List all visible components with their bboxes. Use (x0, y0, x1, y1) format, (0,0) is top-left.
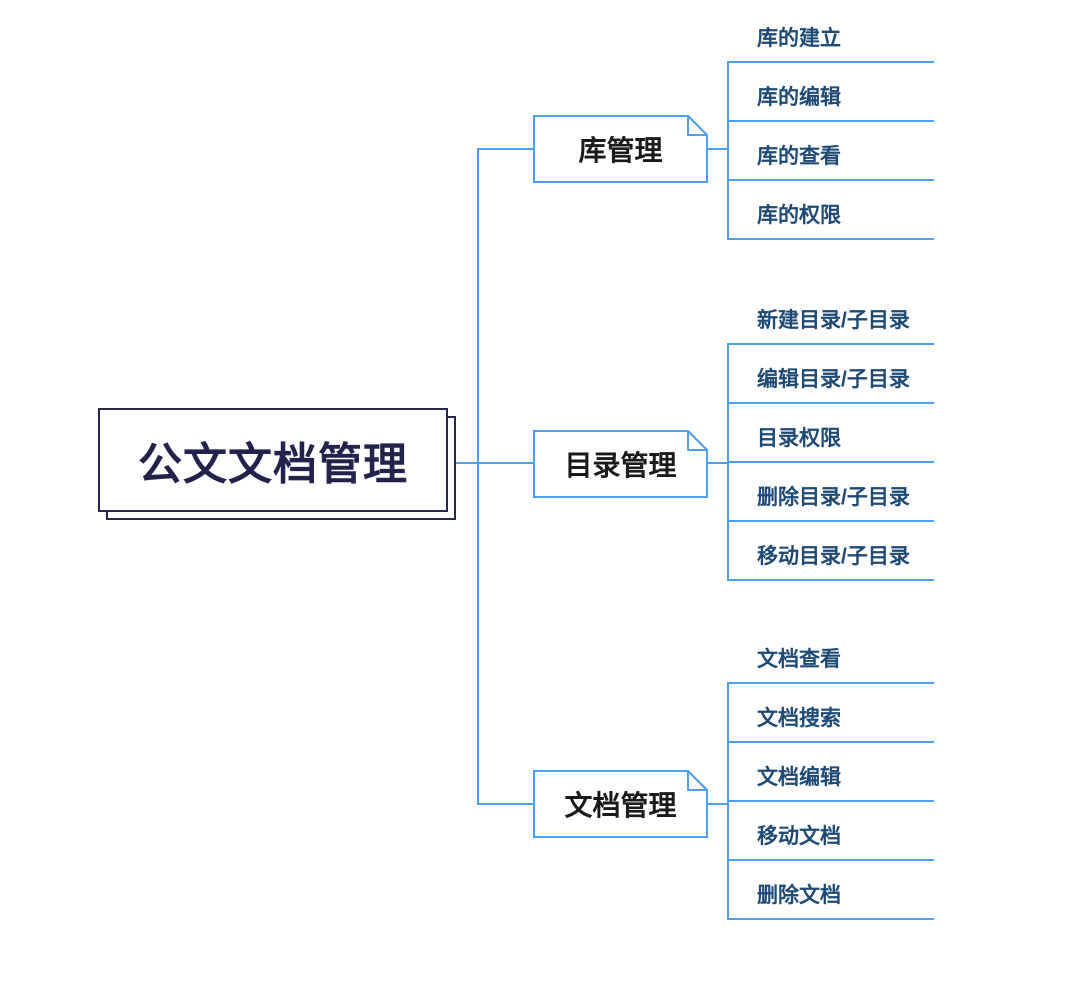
leaf-node[interactable]: 文档查看 (727, 625, 934, 684)
leaf-group-library: 库的建立 库的编辑 库的查看 库的权限 (727, 4, 934, 240)
leaf-node[interactable]: 移动目录/子目录 (727, 522, 934, 581)
note-shape-icon (533, 115, 708, 183)
leaf-node[interactable]: 删除文档 (727, 861, 934, 920)
root-node-box[interactable]: 公文文档管理 (98, 408, 448, 512)
note-shape-icon (533, 430, 708, 498)
leaf-node[interactable]: 新建目录/子目录 (727, 286, 934, 345)
trunk-connector-line (477, 148, 479, 805)
leaf-group-directory: 新建目录/子目录 编辑目录/子目录 目录权限 删除目录/子目录 移动目录/子目录 (727, 286, 934, 581)
leaf-group-library-spine-line (727, 61, 729, 240)
connector-root-to-branch-directory (450, 462, 533, 464)
leaf-node[interactable]: 文档编辑 (727, 743, 934, 802)
branch-node-directory-management[interactable]: 目录管理 (533, 430, 708, 498)
branch-label: 文档管理 (564, 790, 677, 821)
leaf-node[interactable]: 移动文档 (727, 802, 934, 861)
connector-branch-library-to-leaves (708, 148, 728, 150)
leaf-node[interactable]: 目录权限 (727, 404, 934, 463)
connector-trunk-to-branch-document (477, 803, 533, 805)
leaf-node[interactable]: 库的编辑 (727, 63, 934, 122)
branch-label: 目录管理 (564, 450, 677, 481)
branch-label: 库管理 (578, 135, 663, 166)
leaf-node[interactable]: 库的查看 (727, 122, 934, 181)
connector-trunk-to-branch-library (477, 148, 533, 150)
root-node-label: 公文文档管理 (138, 440, 408, 489)
leaf-node[interactable]: 库的建立 (727, 4, 934, 63)
leaf-node[interactable]: 库的权限 (727, 181, 934, 240)
branch-node-document-management[interactable]: 文档管理 (533, 770, 708, 838)
root-node[interactable]: 公文文档管理 (98, 408, 457, 521)
leaf-node[interactable]: 编辑目录/子目录 (727, 345, 934, 404)
leaf-group-document: 文档查看 文档搜索 文档编辑 移动文档 删除文档 (727, 625, 934, 920)
connector-branch-directory-to-leaves (708, 462, 728, 464)
note-shape-icon (533, 770, 708, 838)
leaf-node[interactable]: 删除目录/子目录 (727, 463, 934, 522)
branch-node-library-management[interactable]: 库管理 (533, 115, 708, 183)
connector-branch-document-to-leaves (708, 803, 728, 805)
leaf-node[interactable]: 文档搜索 (727, 684, 934, 743)
